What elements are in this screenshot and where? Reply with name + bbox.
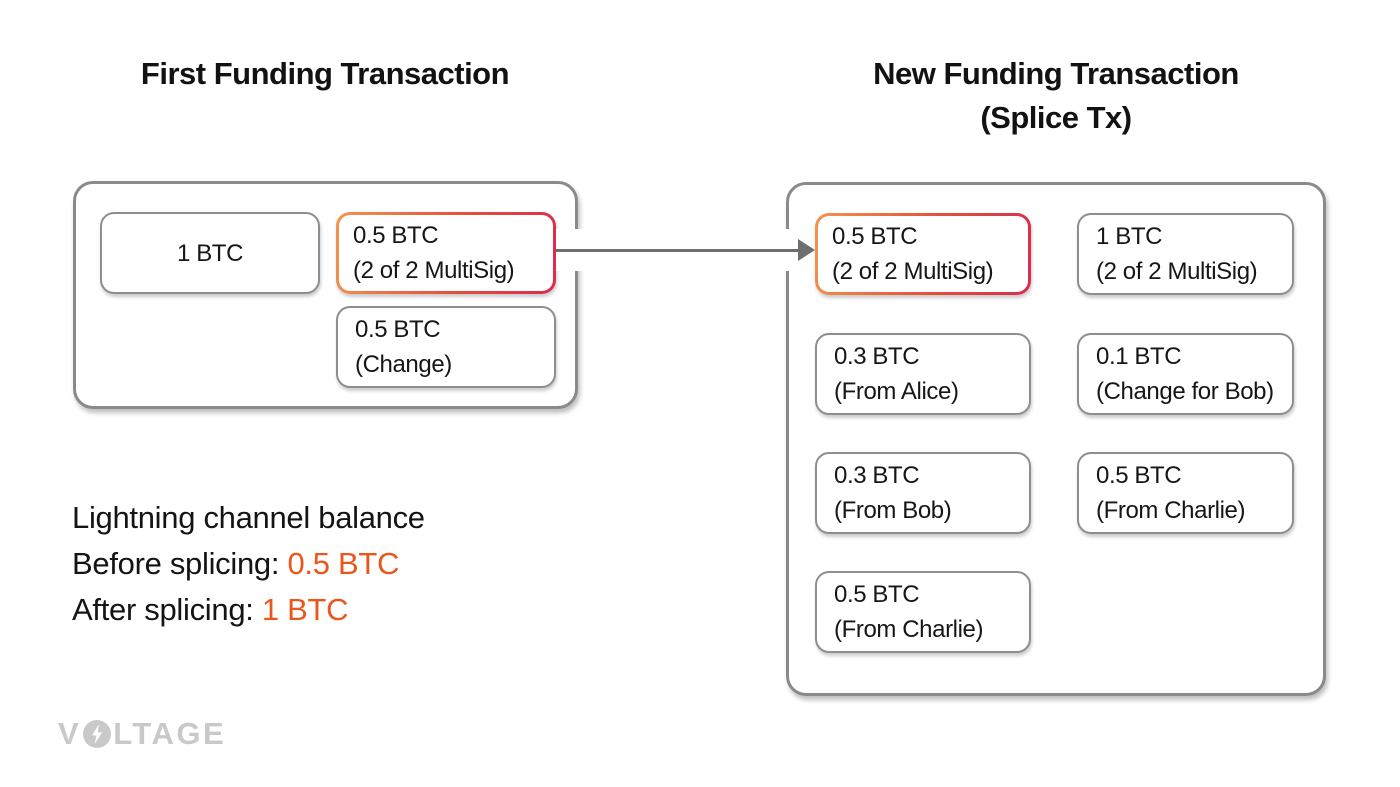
channel-balance-summary: Lightning channel balance Before splicin…: [72, 495, 425, 633]
output-box-from-charlie-2: 0.5 BTC (From Charlie): [815, 571, 1031, 653]
splice-arrow-head: [798, 239, 815, 261]
output-note: (2 of 2 MultiSig): [353, 257, 515, 284]
summary-before-value: 0.5 BTC: [287, 546, 400, 581]
new-funding-tx-title-line2: (Splice Tx): [980, 100, 1132, 135]
output-amount: 0.5 BTC: [1096, 462, 1182, 489]
output-box-1btc-multisig: 1 BTC (2 of 2 MultiSig): [1077, 213, 1294, 295]
splice-tx-group: 0.5 BTC (2 of 2 MultiSig) 1 BTC (2 of 2 …: [786, 182, 1326, 696]
output-note: (From Alice): [834, 378, 959, 405]
summary-after-label: After splicing:: [72, 592, 262, 627]
output-box-change-bob: 0.1 BTC (Change for Bob): [1077, 333, 1294, 415]
summary-after-value: 1 BTC: [261, 592, 349, 627]
lightning-bolt-icon: [83, 720, 112, 748]
output-note: (2 of 2 MultiSig): [1096, 258, 1258, 285]
output-amount: 0.3 BTC: [834, 462, 920, 489]
new-funding-tx-title-line1: New Funding Transaction: [873, 56, 1239, 91]
output-amount: 0.5 BTC: [355, 316, 441, 343]
output-note: (From Charlie): [834, 616, 984, 643]
output-box-multisig-new-content: 0.5 BTC (2 of 2 MultiSig): [818, 216, 1028, 292]
splice-arrow-line: [556, 249, 800, 252]
summary-after-line: After splicing: 1 BTC: [72, 587, 425, 633]
output-box-from-bob: 0.3 BTC (From Bob): [815, 452, 1031, 534]
output-amount: 0.5 BTC: [832, 223, 918, 250]
output-box-multisig-old: 0.5 BTC (2 of 2 MultiSig): [336, 212, 556, 294]
output-note: (From Charlie): [1096, 497, 1246, 524]
output-amount: 1 BTC: [176, 239, 244, 267]
output-box-change: 0.5 BTC (Change): [336, 306, 556, 388]
output-box-multisig-old-content: 0.5 BTC (2 of 2 MultiSig): [339, 215, 553, 291]
summary-before-label: Before splicing:: [72, 546, 288, 581]
output-note: (From Bob): [834, 497, 952, 524]
output-note: (Change for Bob): [1096, 378, 1274, 405]
output-box-from-alice: 0.3 BTC (From Alice): [815, 333, 1031, 415]
output-amount: 1 BTC: [1096, 223, 1163, 250]
output-amount: 0.3 BTC: [834, 343, 920, 370]
first-funding-tx-title: First Funding Transaction: [75, 52, 575, 96]
first-funding-tx-group: 1 BTC 0.5 BTC (2 of 2 MultiSig) 0.5 BTC …: [73, 181, 578, 409]
voltage-logo-text-post: LTAGE: [113, 716, 227, 751]
output-box-from-charlie-1: 0.5 BTC (From Charlie): [1077, 452, 1294, 534]
output-amount: 0.5 BTC: [834, 581, 920, 608]
output-note: (Change): [355, 351, 452, 378]
summary-before-line: Before splicing: 0.5 BTC: [72, 541, 425, 587]
voltage-logo: V LTAGE: [58, 716, 226, 752]
summary-title: Lightning channel balance: [72, 500, 425, 535]
new-funding-tx-title: New Funding Transaction (Splice Tx): [806, 52, 1306, 140]
voltage-logo-text-pre: V: [58, 716, 82, 751]
output-box-1btc: 1 BTC: [100, 212, 320, 294]
output-note: (2 of 2 MultiSig): [832, 258, 994, 285]
first-funding-tx-title-text: First Funding Transaction: [140, 56, 510, 91]
output-amount: 0.5 BTC: [353, 222, 439, 249]
output-amount: 0.1 BTC: [1096, 343, 1182, 370]
output-box-multisig-new: 0.5 BTC (2 of 2 MultiSig): [815, 213, 1031, 295]
